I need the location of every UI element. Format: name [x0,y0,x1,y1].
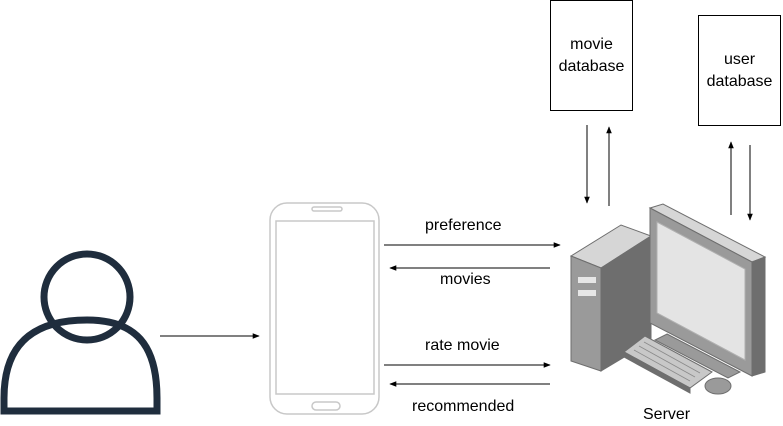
movie-database-label-line1: movie [570,35,613,53]
user-database-label-line2: database [706,72,773,90]
recommended-label: recommended [412,398,515,415]
user-icon [0,250,161,415]
server-label: Server [643,406,691,423]
server-icon [569,203,767,395]
arrows [160,125,753,387]
rate-movie-label: rate movie [425,337,500,354]
user-database-box: user database [698,15,781,126]
smartphone-icon [269,202,380,415]
movie-database-label-line2: database [558,57,625,75]
user-database-label-line1: user [723,50,756,68]
movies-label: movies [440,271,491,288]
movie-database-box: movie database [550,0,633,111]
preference-label: preference [425,217,502,234]
